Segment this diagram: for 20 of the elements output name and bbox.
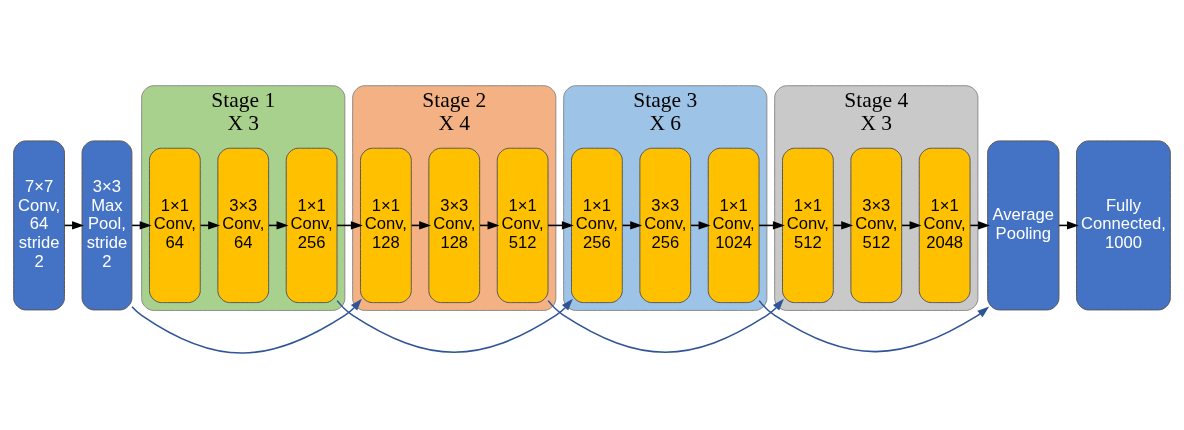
node-box: 7×7 Conv, 64 stride 2 (13, 139, 65, 310)
arrow (547, 298, 784, 353)
node-box: 1×1 Conv, 64 (148, 147, 201, 303)
node-box: 1×1 Conv, 1024 (707, 147, 760, 303)
node-box: 1×1 Conv, 512 (496, 147, 549, 303)
node-box: 1×1 Conv, 256 (285, 147, 338, 303)
node-box: 1×1 Conv, 512 (782, 147, 834, 303)
node-box: Average Pooling (987, 139, 1060, 310)
node-box: 3×3 Conv, 128 (428, 147, 481, 303)
arrow (131, 298, 362, 354)
node-box: Fully Connected, 1000 (1076, 139, 1171, 310)
node-box: 1×1 Conv, 2048 (918, 147, 971, 303)
node-box: 3×3 Conv, 64 (217, 147, 270, 303)
node-box: 1×1 Conv, 128 (360, 147, 412, 303)
arrow (336, 298, 573, 353)
node-box: 3×3 Max Pool, stride 2 (81, 139, 133, 310)
node-box: 3×3 Conv, 512 (850, 147, 903, 303)
arrow (758, 299, 990, 352)
node-box: 3×3 Conv, 256 (639, 147, 692, 303)
node-box: 1×1 Conv, 256 (571, 147, 623, 303)
